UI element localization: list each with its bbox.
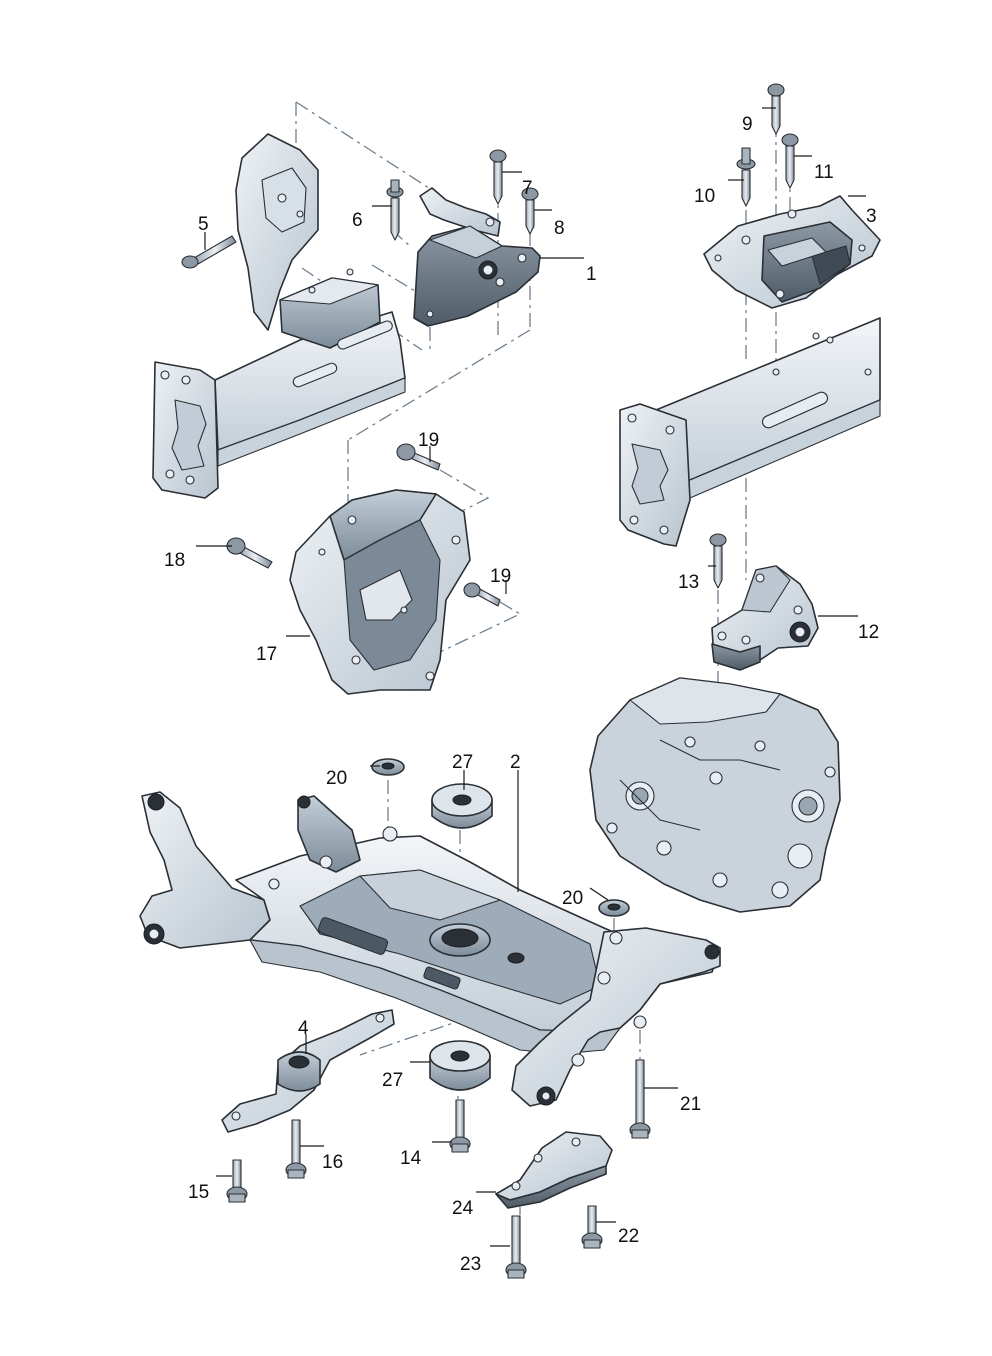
callout-19-lower: 19 — [490, 566, 511, 587]
callout-14: 14 — [400, 1148, 422, 1169]
callout-7: 7 — [522, 178, 533, 199]
callout-27-upper: 27 — [452, 752, 473, 773]
pendulum-bracket-part-24 — [495, 1131, 613, 1209]
callout-19-upper: 19 — [418, 430, 439, 451]
callout-11: 11 — [814, 162, 834, 183]
callout-12: 12 — [858, 622, 879, 643]
callout-27-lower: 27 — [382, 1070, 403, 1091]
callout-24: 24 — [452, 1198, 474, 1219]
bolt-part-13 — [709, 533, 727, 589]
washer-part-20-lower — [598, 899, 630, 917]
right-body-rail — [619, 317, 881, 547]
bolt-part-23 — [505, 1215, 527, 1279]
bolt-part-16 — [285, 1119, 307, 1179]
bolt-part-11 — [781, 133, 799, 189]
callout-4: 4 — [298, 1018, 309, 1039]
callout-2: 2 — [510, 752, 521, 773]
callout-10: 10 — [694, 186, 715, 207]
left-body-rail — [152, 133, 406, 499]
transmission-bracket-part-12 — [711, 565, 819, 671]
callout-21: 21 — [680, 1094, 701, 1115]
callout-22: 22 — [618, 1226, 639, 1247]
bolt-part-8 — [521, 187, 539, 235]
bolt-part-22 — [581, 1205, 603, 1249]
callout-15: 15 — [188, 1182, 209, 1203]
bolt-part-21 — [629, 1059, 651, 1139]
bushing-part-27-lower — [429, 1040, 491, 1091]
bolt-part-6 — [386, 179, 404, 241]
callout-3: 3 — [866, 206, 877, 227]
bolt-part-10 — [736, 147, 756, 207]
callout-6: 6 — [352, 210, 363, 231]
bolt-part-19-upper — [396, 443, 441, 471]
leader-lines — [196, 107, 866, 1247]
gearbox-housing — [589, 677, 841, 913]
bolt-part-14 — [449, 1099, 471, 1153]
callout-labels: 1 2 3 4 5 6 7 8 9 10 11 12 13 14 15 16 1… — [164, 114, 879, 1275]
bolt-part-19-lower — [463, 582, 501, 607]
callout-20-upper: 20 — [326, 768, 347, 789]
callout-17: 17 — [256, 644, 277, 665]
callout-16: 16 — [322, 1152, 343, 1173]
bushing-part-27-upper — [431, 783, 493, 829]
bolts — [181, 83, 799, 1279]
subframe-part-2 — [139, 791, 721, 1107]
callout-8: 8 — [554, 218, 565, 239]
torque-support-part-4 — [221, 1009, 395, 1133]
bolt-part-7 — [489, 149, 507, 205]
callout-1: 1 — [586, 264, 597, 285]
bracket-part-17 — [289, 489, 471, 695]
callout-18: 18 — [164, 550, 185, 571]
engine-mount-part-1 — [413, 187, 541, 327]
bolt-part-5 — [181, 235, 237, 269]
callout-23: 23 — [460, 1254, 481, 1275]
callout-20-lower: 20 — [562, 888, 583, 909]
gearbox-mount-part-3 — [703, 195, 881, 309]
washer-part-20-upper — [371, 758, 405, 776]
bolt-part-15 — [226, 1159, 248, 1203]
bolt-part-18 — [226, 537, 273, 569]
callout-9: 9 — [742, 114, 753, 135]
callout-13: 13 — [678, 572, 699, 593]
bolt-part-9 — [767, 83, 785, 135]
callout-5: 5 — [198, 214, 209, 235]
